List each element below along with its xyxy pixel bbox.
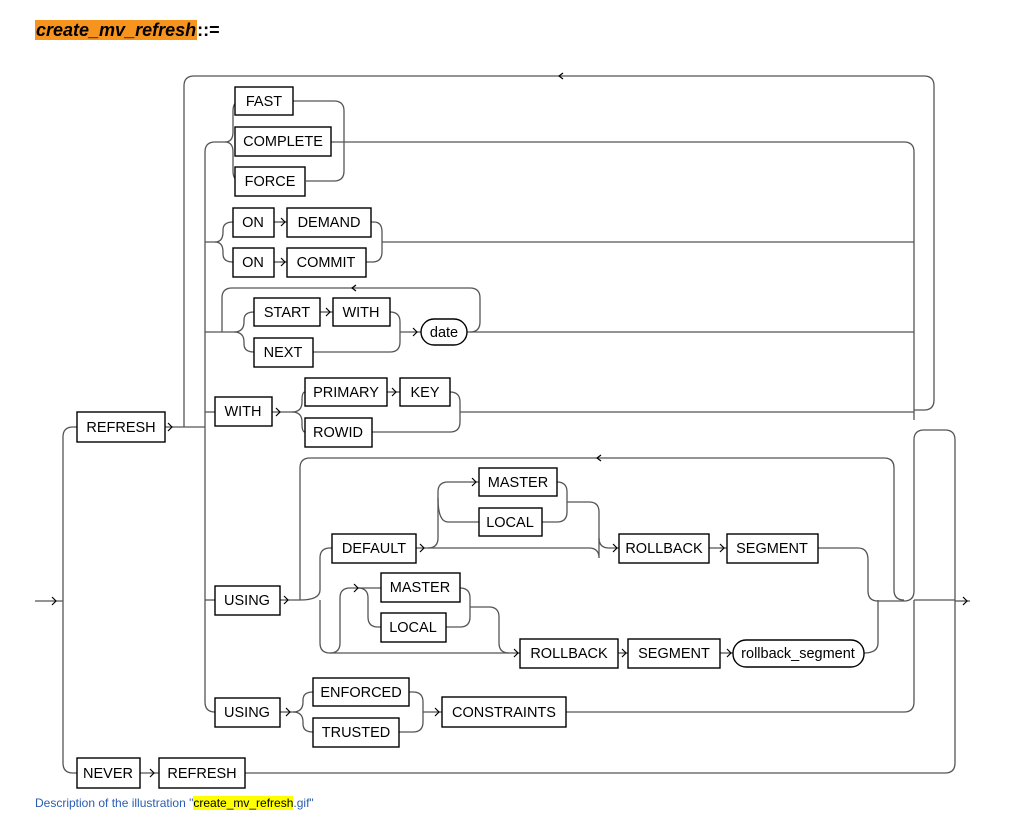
keyword-with2-label: WITH xyxy=(224,404,261,420)
keyword-segment1-label: SEGMENT xyxy=(736,541,808,557)
keyword-commit-label: COMMIT xyxy=(297,255,356,271)
keyword-complete-label: COMPLETE xyxy=(243,134,323,150)
keyword-primary: PRIMARY xyxy=(304,377,388,407)
keyword-trusted: TRUSTED xyxy=(312,717,400,748)
keyword-fast-label: FAST xyxy=(246,94,282,110)
keyword-key: KEY xyxy=(399,377,451,407)
keyword-complete: COMPLETE xyxy=(234,126,332,157)
keyword-trusted-label: TRUSTED xyxy=(322,725,390,741)
keyword-constraints: CONSTRAINTS xyxy=(441,696,567,728)
keyword-refresh: REFRESH xyxy=(76,411,166,443)
term-rollback-segment-label: rollback_segment xyxy=(741,646,855,662)
diagram-arrows xyxy=(51,72,968,778)
keyword-local1-label: LOCAL xyxy=(486,515,534,531)
keyword-rowid: ROWID xyxy=(304,417,373,448)
keyword-next: NEXT xyxy=(253,337,314,368)
keyword-force: FORCE xyxy=(234,166,306,197)
title-keyword: create_mv_refresh xyxy=(35,20,198,40)
keyword-commit: COMMIT xyxy=(286,247,367,278)
keyword-master2-label: MASTER xyxy=(390,580,450,596)
keyword-local2-label: LOCAL xyxy=(389,620,437,636)
keyword-next-label: NEXT xyxy=(264,345,303,361)
keyword-never-label: NEVER xyxy=(83,766,133,782)
keyword-demand-label: DEMAND xyxy=(298,215,361,231)
keyword-start-label: START xyxy=(264,305,310,321)
keyword-rollback: ROLLBACK xyxy=(519,638,619,669)
keyword-primary-label: PRIMARY xyxy=(313,385,379,401)
keyword-force-label: FORCE xyxy=(245,174,296,190)
title-suffix: ::= xyxy=(197,20,220,40)
keyword-rollback1-label: ROLLBACK xyxy=(625,541,703,557)
keyword-default: DEFAULT xyxy=(331,533,417,564)
keyword-refresh-label: REFRESH xyxy=(86,420,155,436)
keyword-on-commit-on: ON xyxy=(232,247,275,278)
illustration-caption-link[interactable]: Description of the illustration "create_… xyxy=(35,796,314,810)
keyword-fast: FAST xyxy=(234,86,294,116)
keyword-never: NEVER xyxy=(76,757,141,789)
keyword-on1-label: ON xyxy=(242,215,264,231)
keyword-enforced: ENFORCED xyxy=(312,677,410,707)
keyword-local-default: LOCAL xyxy=(478,507,543,537)
keyword-with: WITH xyxy=(214,396,273,427)
keyword-using-rollback: USING xyxy=(214,585,281,616)
keyword-rollback-default: ROLLBACK xyxy=(618,533,710,564)
keyword-default-label: DEFAULT xyxy=(342,541,406,557)
keyword-master1-label: MASTER xyxy=(488,475,548,491)
keyword-start-with: WITH xyxy=(332,297,391,327)
keyword-master: MASTER xyxy=(380,572,461,603)
keyword-never-refresh: REFRESH xyxy=(158,757,246,789)
keyword-enforced-label: ENFORCED xyxy=(320,685,401,701)
keyword-using2-label: USING xyxy=(224,705,270,721)
caption-prefix: Description of the illustration " xyxy=(35,796,194,810)
term-rollback-segment: rollback_segment xyxy=(732,639,865,668)
diagram-title: create_mv_refresh::= xyxy=(35,20,220,41)
caption-highlight: create_mv_refresh xyxy=(193,796,294,810)
keyword-segment2-label: SEGMENT xyxy=(638,646,710,662)
keyword-master-default: MASTER xyxy=(478,467,558,497)
keyword-refresh2-label: REFRESH xyxy=(167,766,236,782)
keyword-on2-label: ON xyxy=(242,255,264,271)
keyword-local: LOCAL xyxy=(380,612,447,643)
keyword-with1-label: WITH xyxy=(342,305,379,321)
keyword-rollback2-label: ROLLBACK xyxy=(530,646,608,662)
term-date-label: date xyxy=(430,325,458,341)
keyword-using1-label: USING xyxy=(224,593,270,609)
keyword-rowid-label: ROWID xyxy=(313,425,363,441)
keyword-using-constraints: USING xyxy=(214,697,281,728)
keyword-constraints-label: CONSTRAINTS xyxy=(452,705,556,721)
keyword-on-demand-on: ON xyxy=(232,207,275,238)
keyword-demand: DEMAND xyxy=(286,207,372,238)
term-date: date xyxy=(420,318,468,346)
keyword-start: START xyxy=(253,297,321,327)
keyword-key-label: KEY xyxy=(410,385,439,401)
keyword-segment: SEGMENT xyxy=(627,638,721,669)
keyword-segment-default: SEGMENT xyxy=(726,533,819,564)
diagram-lines xyxy=(35,75,970,774)
caption-suffix: .gif" xyxy=(293,796,314,810)
